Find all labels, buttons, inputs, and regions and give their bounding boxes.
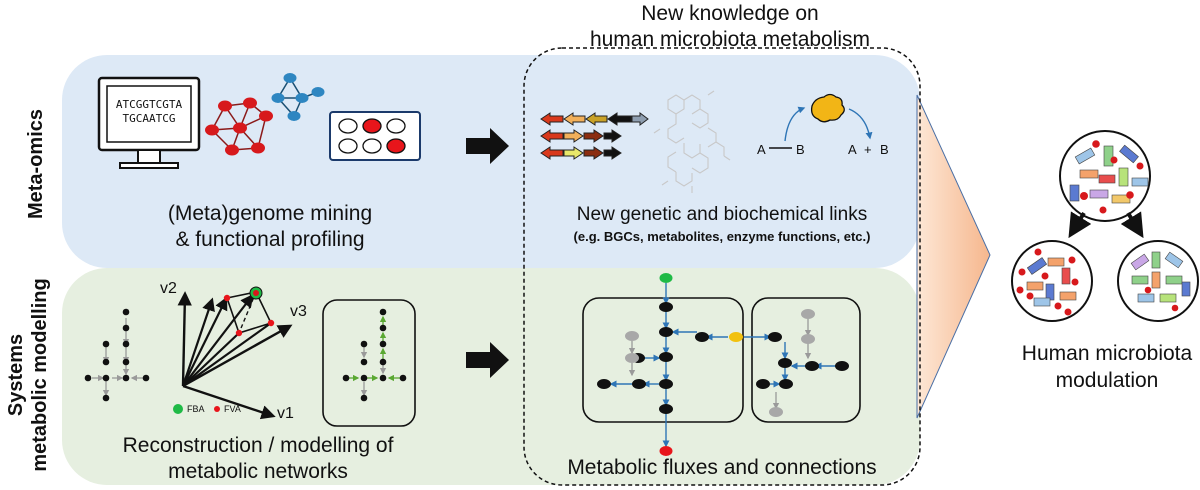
systems-flow-arrow [466,342,509,378]
fluxes-caption: Metabolic fluxes and connections [567,456,876,479]
links-subtitle: (e.g. BGCs, metabolites, enzyme function… [574,229,871,244]
recon-caption-line2: metabolic networks [168,460,348,483]
mining-caption-line2: & functional profiling [175,228,364,251]
meta-flow-arrow [466,128,509,164]
axis-label-v3: v3 [290,303,307,320]
systems-side-label-line2: metabolic modelling [29,278,51,471]
metabolic-flux-network [582,273,861,456]
outcome-caption-line2: modulation [1056,369,1159,392]
microbiota-community-right [1117,240,1199,322]
reaction-product-a: A [848,142,857,157]
reaction-substrate-a: A [757,142,766,157]
links-title: New genetic and biochemical links [577,204,867,225]
microbiota-community-left [1011,240,1093,322]
dna-sequence-line2: TGCAATCG [123,112,176,125]
legend-fba-marker [173,404,183,414]
constrained-network-box [322,299,416,427]
blue-network-icon [271,73,325,121]
dna-sequence-line1: ATCGGTCGTA [116,98,183,111]
systems-side-label-line1: Systems [5,334,27,416]
gray-network-icon [84,308,150,402]
knowledge-cone [916,94,991,419]
recon-caption-line1: Reconstruction / modelling of [123,434,394,457]
reaction-product-b: B [880,142,889,157]
gene-cluster-icon [540,112,649,160]
metabolite-structure-icon [653,90,731,193]
reaction-substrate-b: B [796,142,805,157]
flux-space-plot: v2 v3 v1 FBA FVA [160,280,307,422]
mining-caption-line1: (Meta)genome mining [168,202,372,225]
microbiota-community-top [1059,130,1151,222]
meta-omics-side-label: Meta-omics [25,109,47,219]
new-knowledge-frame [523,47,921,486]
axis-label-v1: v1 [277,405,294,422]
well-plate-icon [329,111,421,161]
legend-fba-label: FBA [187,404,205,414]
red-network-icon [205,97,273,156]
outcome-caption-line1: Human microbiota [1022,342,1193,365]
axis-label-v2: v2 [160,280,177,297]
split-arrow-left [1068,211,1092,239]
split-arrow-right [1120,211,1144,239]
enzyme-reaction-icon: A B A + B [757,93,889,157]
computer-monitor-icon: ATCGGTCGTA TGCAATCG [97,76,201,169]
legend-fva-label: FVA [224,404,241,414]
reaction-plus: + [864,142,872,157]
legend-fva-marker [214,406,220,412]
header-title-line2: human microbiota metabolism [590,28,870,51]
header-title-line1: New knowledge on [641,2,818,25]
